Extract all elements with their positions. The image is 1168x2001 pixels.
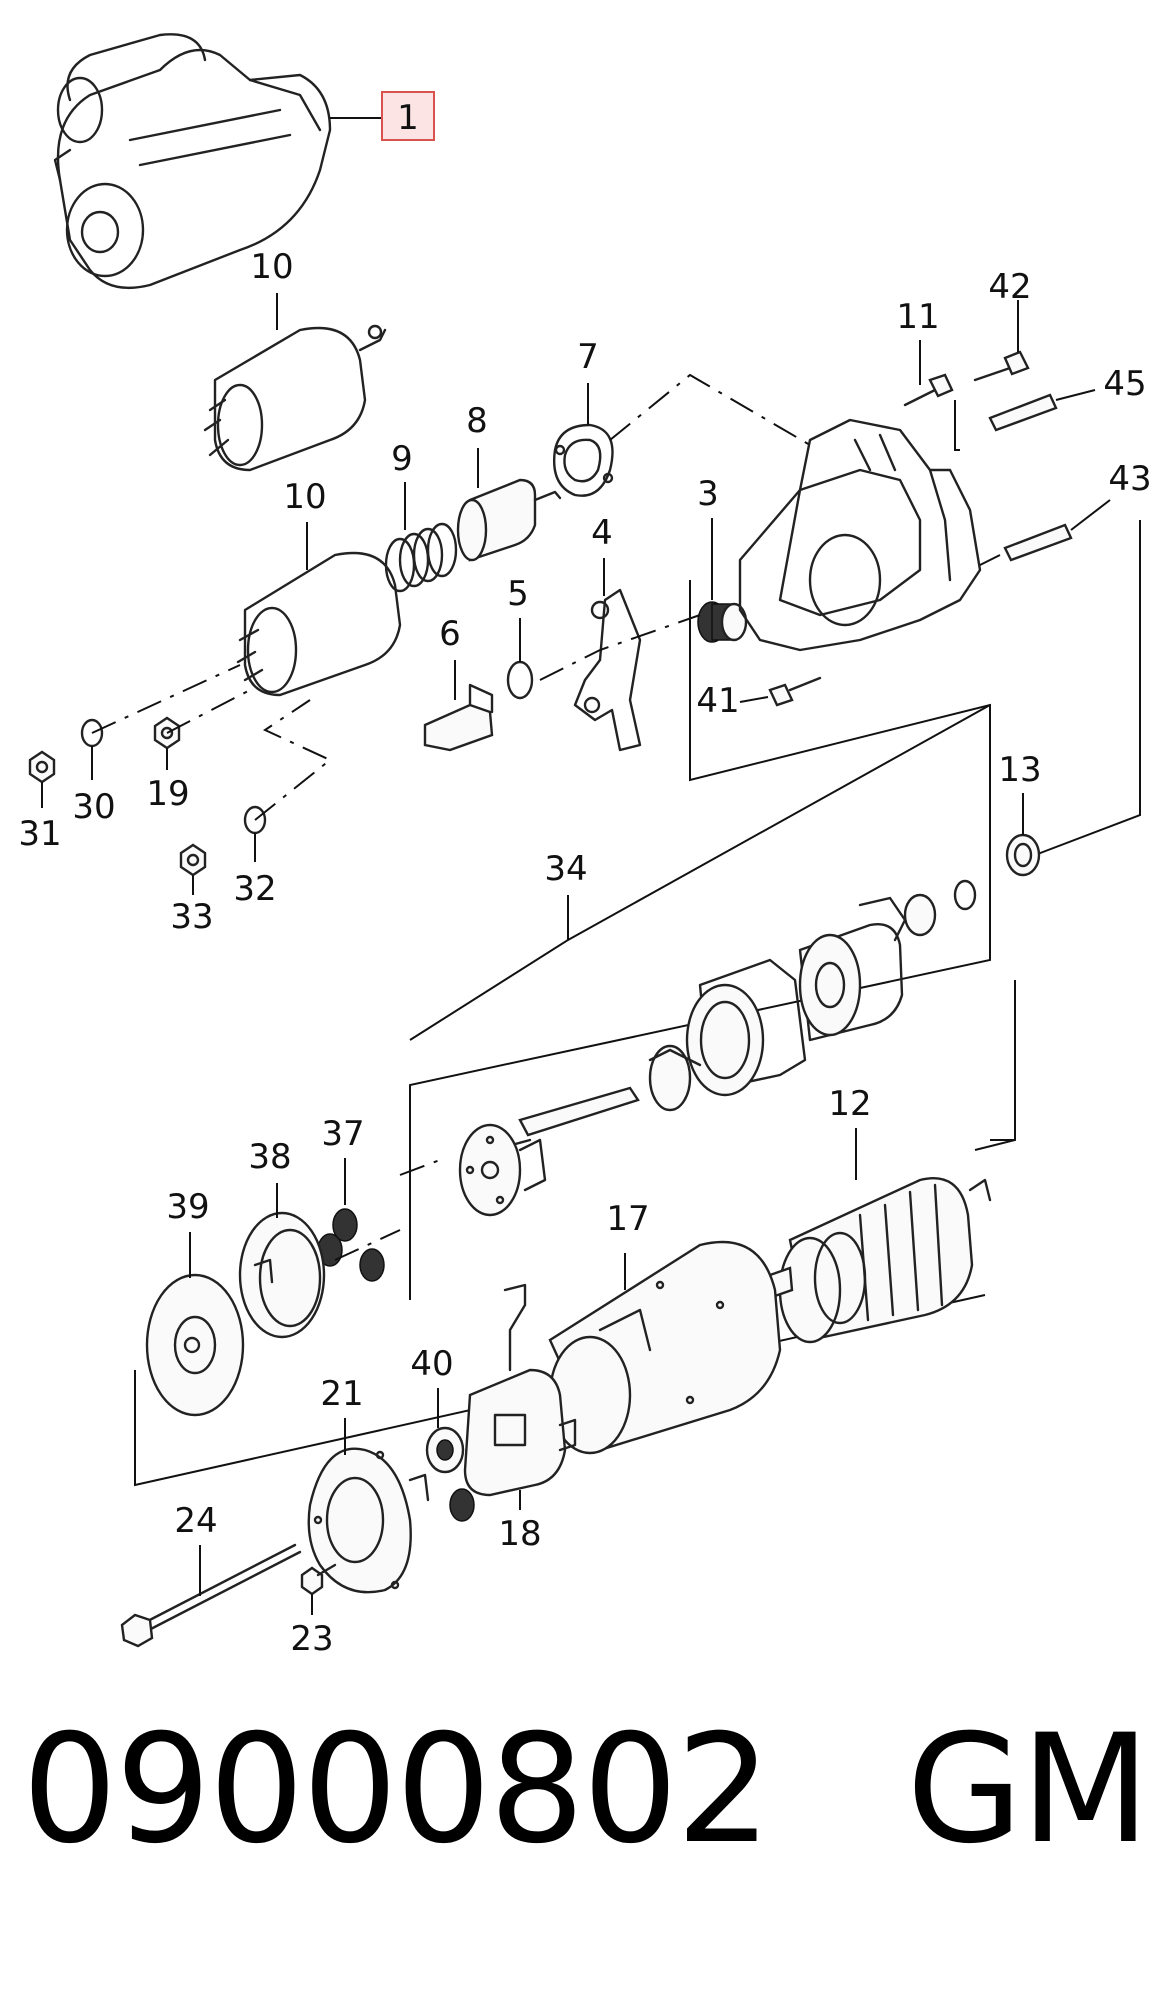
label-41: 41 [696,681,739,721]
commutator-end-frame [307,1447,430,1594]
gasket [553,423,614,497]
label-12: 12 [828,1084,871,1124]
label-10-mid: 10 [283,477,326,517]
spring [384,522,458,593]
yoke-housing [548,1240,782,1455]
solenoid-mid [236,551,402,697]
label-23: 23 [290,1619,333,1659]
label-13: 13 [998,750,1041,790]
bolt-42 [973,350,1030,382]
label-30: 30 [72,787,115,827]
label-17: 17 [606,1199,649,1239]
label-11: 11 [896,297,939,337]
label-38: 38 [248,1137,291,1177]
solenoid-top [203,324,387,472]
label-10-top: 10 [250,247,293,287]
label-21: 21 [320,1374,363,1414]
nut-33 [179,843,207,877]
label-43: 43 [1108,459,1151,499]
armature [768,1177,992,1344]
label-40: 40 [410,1344,453,1384]
label-4: 4 [591,513,613,553]
label-33: 33 [170,897,213,937]
assembly-frame-12 [974,980,1016,1151]
label-8: 8 [466,401,488,441]
label-7: 7 [577,337,599,377]
label-19: 19 [146,774,189,814]
label-34: 34 [544,849,587,889]
label-32: 32 [233,869,276,909]
highlight-box-1 [381,91,435,141]
seal-bracket [423,683,494,752]
nut-31 [28,750,56,784]
planetary-drive [458,879,977,1217]
brush-holder [463,1283,577,1497]
label-31: 31 [18,814,61,854]
bush-18 [449,1488,475,1522]
ring-13 [1005,833,1041,877]
bolt-11 [903,373,954,407]
label-45: 45 [1103,364,1146,404]
shift-fork [573,588,642,752]
label-18: 18 [498,1514,541,1554]
starter-assembly [53,33,332,289]
carrier-ring [238,1211,326,1339]
label-5: 5 [507,574,529,614]
planet-gears [317,1208,385,1282]
screw-23 [300,1563,337,1596]
drive-end-housing [738,418,982,652]
pinion-gear [697,601,748,643]
bearing-40 [425,1426,465,1474]
label-42: 42 [988,267,1031,307]
plunger [456,478,562,562]
washer-5 [506,660,534,700]
label-24: 24 [174,1501,217,1541]
label-9: 9 [391,439,413,479]
label-3: 3 [697,474,719,514]
stud-45 [988,393,1058,432]
plate-39 [145,1273,245,1417]
label-1: 1 [397,98,419,138]
label-37: 37 [321,1114,364,1154]
label-6: 6 [439,614,461,654]
assembly-frame-drive [409,580,991,1300]
stud-43 [1003,523,1073,562]
part-number: 09000802 GM [22,1703,1150,1877]
assembly-frame-43 [1034,520,1141,856]
through-bolt [120,1543,302,1648]
bolt-41 [768,676,822,707]
label-39: 39 [166,1187,209,1227]
